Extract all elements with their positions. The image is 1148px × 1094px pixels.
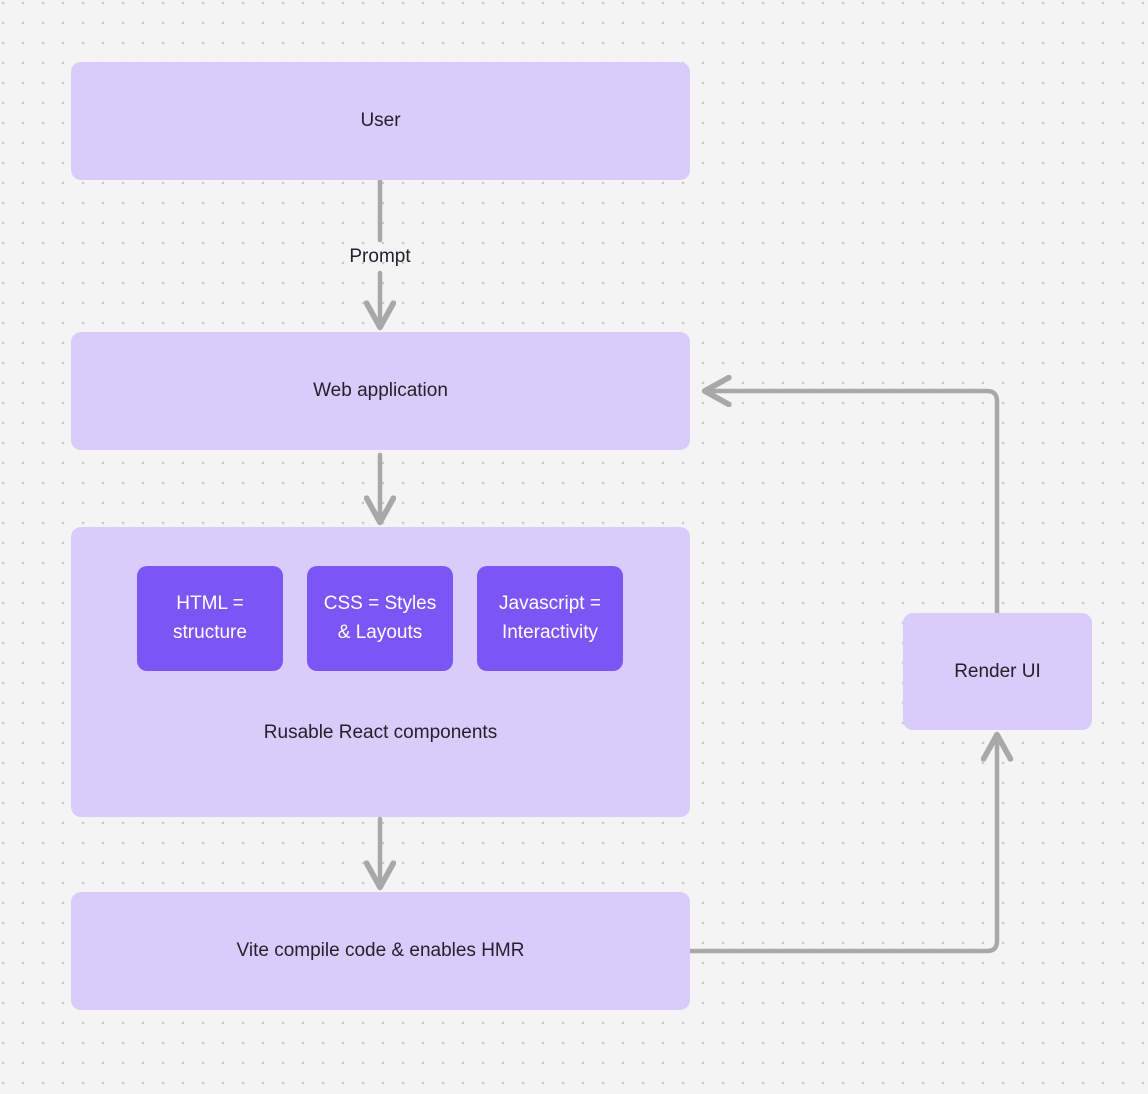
node-user[interactable]: User	[71, 62, 690, 180]
node-render-ui-label: Render UI	[954, 660, 1041, 682]
chip-css[interactable]: CSS = Styles & Layouts	[307, 566, 453, 671]
node-components-group[interactable]: HTML = structure CSS = Styles & Layouts …	[71, 527, 690, 817]
node-render-ui[interactable]: Render UI	[903, 613, 1092, 730]
chip-html[interactable]: HTML = structure	[137, 566, 283, 671]
node-user-label: User	[360, 110, 401, 132]
node-components-group-caption: Rusable React components	[263, 722, 498, 743]
node-web-application-label: Web application	[313, 380, 448, 402]
node-vite-label: Vite compile code & enables HMR	[236, 940, 525, 962]
node-vite[interactable]: Vite compile code & enables HMR	[71, 892, 690, 1010]
chip-javascript-line1: Javascript =	[499, 593, 601, 614]
node-web-application[interactable]: Web application	[71, 332, 690, 450]
chip-css-line2: & Layouts	[337, 621, 423, 643]
chip-html-line2: structure	[173, 621, 247, 643]
edge-label-prompt: Prompt	[349, 246, 411, 267]
chip-html-line1: HTML =	[176, 593, 244, 614]
chip-javascript-line2: Interactivity	[501, 621, 599, 643]
chip-css-line1: CSS = Styles	[323, 593, 437, 614]
chip-javascript[interactable]: Javascript = Interactivity	[477, 566, 623, 671]
